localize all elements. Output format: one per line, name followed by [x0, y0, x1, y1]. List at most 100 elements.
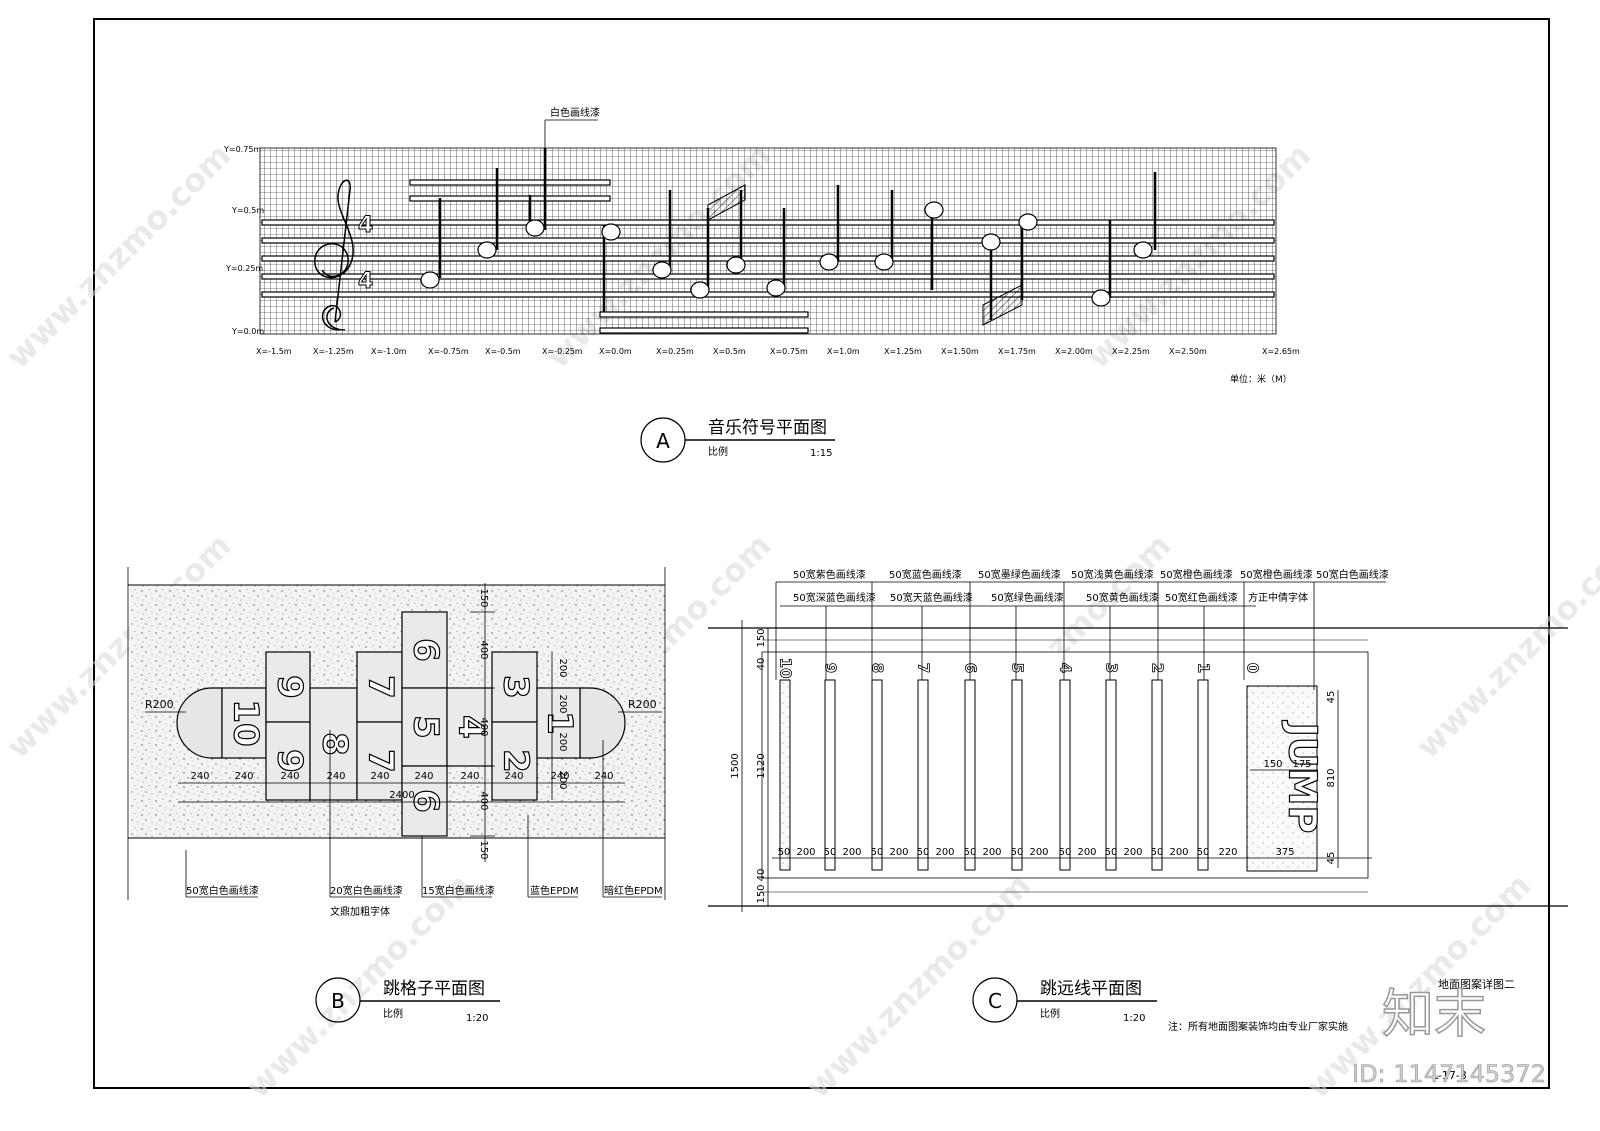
dim-c-b-13: 200	[1077, 847, 1096, 858]
plan-b-scale: 1:20	[466, 1013, 488, 1024]
hop-num-9a: 9	[270, 675, 310, 699]
hop-num-3: 3	[496, 675, 536, 699]
dim-b-0: 240	[190, 771, 209, 782]
dim-s-1: 200	[557, 694, 568, 713]
plan-b-title: 跳格子平面图	[383, 979, 485, 999]
jump-num-2: 2	[1149, 663, 1167, 673]
callout-b-5: 暗红色EPDM	[604, 884, 663, 897]
plan-b-circle	[315, 977, 361, 1023]
callout-c-sec-1: 50宽天蓝色画线漆	[890, 591, 973, 604]
dim-c-l-1: 40	[756, 658, 767, 671]
dim-r-2: 400	[478, 717, 489, 736]
dim-b-8: 240	[550, 771, 569, 782]
callout-b-4: 蓝色EPDM	[530, 884, 579, 897]
watermark-text-1: www.znzmo.com	[0, 136, 238, 375]
callout-c-top-1: 50宽蓝色画线漆	[889, 568, 962, 581]
unit-label: 单位：米（M）	[1230, 373, 1292, 385]
hop-num-2: 2	[496, 749, 536, 773]
x-tick-13: X=1.75m	[998, 347, 1036, 356]
note-stems	[438, 148, 1157, 320]
callout-c-sec-4: 50宽红色画线漆	[1165, 591, 1238, 604]
dim-c-l-3: 1120	[756, 753, 767, 778]
radius-left: R200	[145, 698, 174, 711]
callout-c-top-6: 50宽白色画线漆	[1316, 568, 1389, 581]
dim-b-total: 2400	[389, 790, 414, 801]
plan-c-long-jump: 10 9 8 7 6 5 4 3 2 1 0 JUMP 150 40 1500 …	[708, 568, 1568, 1024]
jump-word: JUMP	[1281, 720, 1325, 834]
dim-c-b-14: 50	[1105, 847, 1118, 858]
jump-num-7: 7	[915, 663, 933, 673]
plan-c-title: 跳远线平面图	[1040, 979, 1142, 999]
hop-num-7b: 7	[361, 749, 401, 773]
dim-b-2: 240	[280, 771, 299, 782]
dim-c-b-11: 200	[1029, 847, 1048, 858]
dim-c-l-2: 1500	[730, 753, 741, 778]
dim-r-1: 400	[478, 640, 489, 659]
time-signature-bottom: 4	[358, 269, 373, 294]
plan-b-hopscotch: 10 9 9 8 7 7 6 5 6 4 3 2 1 R200 R200 240…	[127, 567, 666, 1024]
dim-c-b-17: 200	[1169, 847, 1188, 858]
y-axis-ticks: Y=0.75m Y=0.5m Y=0.25m Y=0.0m	[223, 145, 264, 336]
dim-c-b-16: 50	[1151, 847, 1164, 858]
dim-c-b-1: 200	[796, 847, 815, 858]
callout-c-sec-5: 方正中倩字体	[1248, 591, 1308, 604]
ledger-bars	[409, 179, 809, 334]
dim-s-2: 200	[557, 732, 568, 751]
sheet-border	[93, 18, 1550, 1089]
dim-c-box-0: 150	[1263, 759, 1282, 770]
dim-b-5: 240	[414, 771, 433, 782]
plan-a-scale-label: 比例	[708, 445, 728, 458]
dim-c-b-7: 200	[935, 847, 954, 858]
plan-c-callouts-top: 50宽紫色画线漆 50宽蓝色画线漆 50宽墨绿色画线漆 50宽浅黄色画线漆 50…	[793, 568, 1389, 581]
callout-b-1: 20宽白色画线漆	[330, 884, 403, 897]
dim-b-7: 240	[504, 771, 523, 782]
x-tick-5: X=-0.25m	[542, 347, 583, 356]
dim-c-b-8: 50	[964, 847, 977, 858]
watermark-text-9: www.znzmo.com	[799, 866, 1038, 1105]
x-tick-10: X=1.0m	[827, 347, 860, 356]
hop-num-9b: 9	[270, 749, 310, 773]
end-cap-left	[176, 687, 223, 759]
radius-right: R200	[628, 698, 657, 711]
callout-paint-a-text: 白色画线漆	[550, 106, 600, 119]
dim-c-b-19: 220	[1218, 847, 1237, 858]
x-tick-0: X=-1.5m	[256, 347, 292, 356]
treble-clef-icon	[314, 179, 354, 331]
right-dimension-line	[470, 583, 553, 862]
plan-b-callouts	[185, 730, 662, 898]
brand-logo: 知末	[1382, 985, 1486, 1045]
plan-c-left-dims-lines	[741, 620, 769, 912]
dim-s-3: 200	[557, 770, 568, 789]
jump-num-10: 10	[777, 658, 795, 679]
dim-c-l-0: 150	[756, 628, 767, 647]
x-tick-1: X=-1.25m	[313, 347, 354, 356]
dim-c-b-0: 50	[778, 847, 791, 858]
hopscotch-numbers: 10 9 9 8 7 7 6 5 6 4 3 2 1	[225, 638, 580, 814]
jump-lines	[779, 679, 1209, 871]
callout-b-0: 50宽白色画线漆	[186, 884, 259, 897]
hop-num-10: 10	[226, 699, 266, 746]
hop-num-8: 8	[315, 732, 355, 756]
jump-num-4: 4	[1057, 663, 1075, 673]
page-number: L-17-3	[1432, 1069, 1467, 1082]
end-cap-right	[579, 687, 626, 759]
dim-c-l-4: 40	[756, 869, 767, 882]
plan-c-left-dims: 150 40 1500 1120 40 150	[730, 628, 767, 903]
jump-num-5: 5	[1009, 663, 1027, 673]
jump-line-numbers: 10 9 8 7 6 5 4 3 2 1 0	[776, 657, 1262, 679]
dim-c-box-4: 45	[1326, 852, 1337, 865]
dim-c-b-18: 50	[1197, 847, 1210, 858]
plan-b-callout-texts: 50宽白色画线漆 20宽白色画线漆 文鼎加粗字体 15宽白色画线漆 蓝色EPDM…	[186, 884, 663, 918]
hop-num-6a: 6	[406, 638, 446, 662]
jump-num-9: 9	[822, 663, 840, 673]
jump-num-3: 3	[1103, 663, 1121, 673]
page-label: 地面图案详图二	[1438, 977, 1515, 991]
time-signature-top: 4	[358, 213, 373, 238]
x-tick-8: X=0.5m	[713, 347, 746, 356]
callout-c-top-2: 50宽墨绿色画线漆	[978, 568, 1061, 581]
callout-paint-a: 白色画线漆	[544, 106, 600, 155]
right-dims: 150 400 400 400 150 200 200 200 200	[478, 588, 568, 859]
plan-a-title: 音乐符号平面图	[708, 418, 827, 438]
note-heads	[420, 201, 1153, 307]
plan-c-circle-label: C	[988, 989, 1002, 1013]
